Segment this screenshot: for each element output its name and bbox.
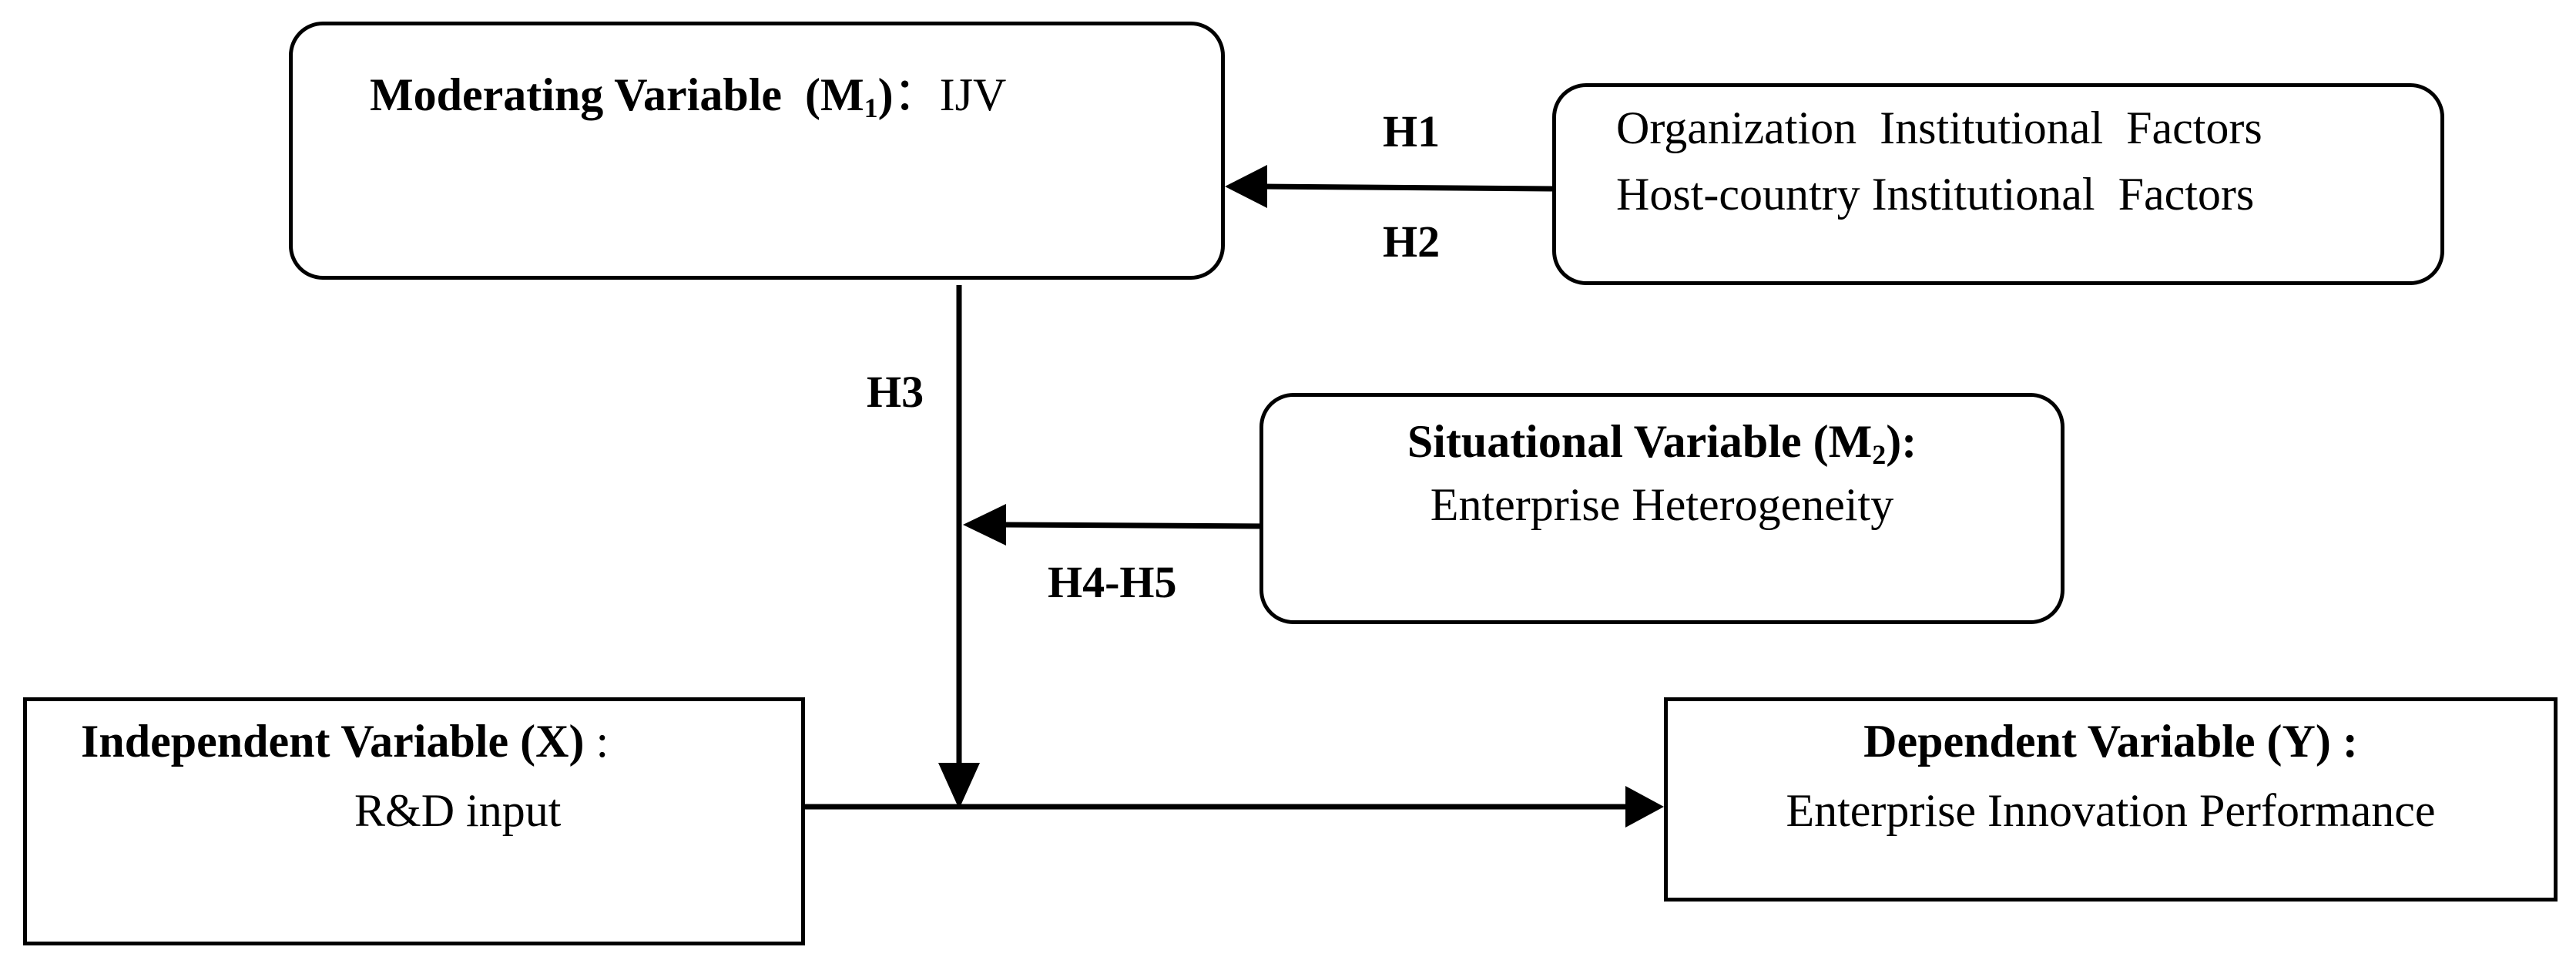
independent-variable-box [23, 697, 805, 945]
situational-variable-box [1259, 393, 2064, 624]
moderating-variable-subscript: 1 [864, 92, 878, 123]
situational-variable-title-end: ): [1886, 416, 1917, 467]
host-country-institutional-factors: Host-country Institutional Factors [1616, 169, 2255, 220]
moderating-variable-symbol: M [820, 69, 864, 120]
hypothesis-h3-label: H3 [867, 367, 924, 417]
arrow-situational-to-h3-path [963, 504, 1272, 546]
arrow-institutional-to-moderating [1225, 165, 1553, 208]
situational-variable-value: Enterprise Heterogeneity [1430, 479, 1894, 530]
independent-variable-colon: : [595, 716, 609, 767]
hypothesis-h1-label: H1 [1383, 106, 1441, 156]
dependent-variable-box [1664, 697, 2558, 902]
situational-variable-title: Situational Variable (M [1407, 416, 1873, 467]
situational-variable-subscript: 2 [1872, 439, 1887, 470]
situational-variable-label: Situational Variable (M2): [1259, 416, 2064, 468]
institutional-factors-box [1552, 83, 2444, 285]
hypothesis-h2-label: H2 [1383, 217, 1441, 267]
dependent-variable-value: Enterprise Innovation Performance [1786, 785, 2436, 836]
moderating-variable-title: Moderating Variable [370, 69, 782, 120]
moderating-variable-label: Moderating Variable (M1)：IJV [370, 69, 1007, 123]
arrow-independent-to-dependent [805, 786, 1664, 828]
arrow-moderating-to-main-path [938, 285, 980, 809]
independent-variable-title: Independent Variable (X) [81, 716, 585, 767]
independent-variable-label: Independent Variable (X) : [81, 718, 609, 764]
moderating-variable-box [289, 22, 1225, 280]
moderating-variable-value: IJV [939, 69, 1007, 120]
organization-institutional-factors: Organization Institutional Factors [1616, 102, 2262, 153]
dependent-variable-title: Dependent Variable (Y) : [1863, 716, 2358, 767]
hypothesis-h4-h5-label: H4-H5 [1048, 557, 1177, 607]
independent-variable-value: R&D input [354, 785, 562, 836]
